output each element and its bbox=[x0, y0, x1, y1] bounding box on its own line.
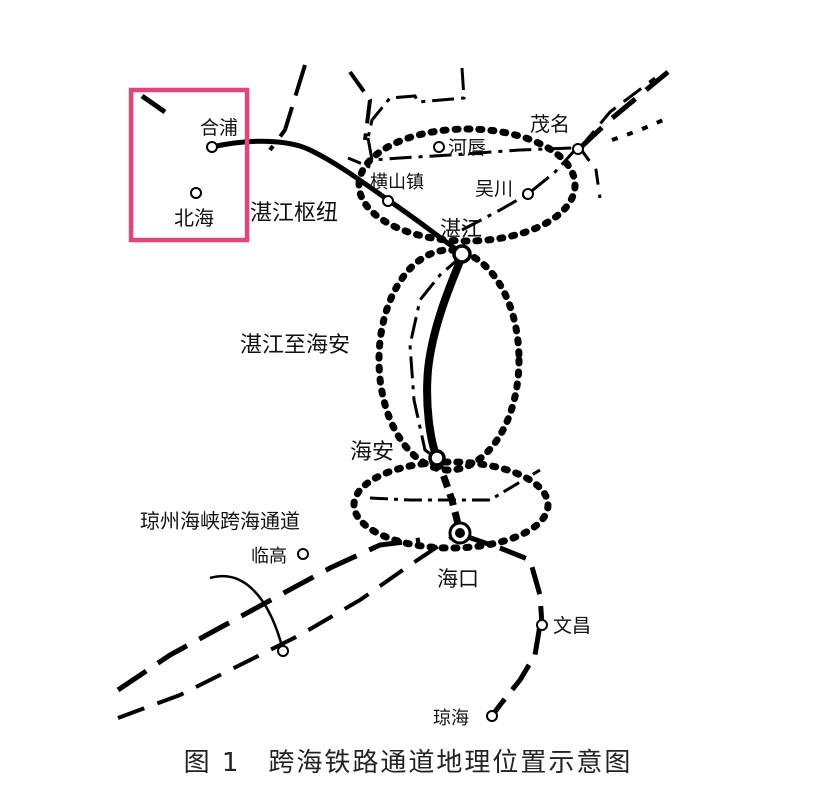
station-haikou-center bbox=[455, 528, 465, 538]
label-hechun: 河唇 bbox=[448, 137, 486, 159]
label-beihai: 北海 bbox=[174, 206, 214, 230]
station-haian bbox=[428, 449, 446, 467]
dashed-hainan-west bbox=[116, 537, 421, 693]
label-haikou: 海口 bbox=[437, 567, 479, 591]
region-zhanjiang-haian bbox=[375, 246, 523, 474]
label-qiongzhou-strait: 琼州海峡跨海通道 bbox=[140, 509, 300, 533]
station-maoming bbox=[572, 143, 584, 155]
station-zhanjiang bbox=[452, 244, 472, 264]
dashdot-hechun-north bbox=[366, 67, 466, 139]
dashed-wenchang-qionghai bbox=[489, 624, 543, 718]
station-beihai bbox=[190, 187, 202, 199]
label-qionghai: 琼海 bbox=[433, 708, 469, 729]
dashed-haian-haikou bbox=[433, 456, 464, 533]
figure-caption: 图 1 跨海铁路通道地理位置示意图 bbox=[183, 748, 633, 778]
solid-hepu-zhanjiang bbox=[211, 138, 465, 257]
thin-arc-lingao bbox=[209, 575, 285, 651]
label-zhanjiang-haian: 湛江至海安 bbox=[240, 333, 350, 358]
station-lingao bbox=[297, 548, 309, 560]
dashdot-zhanjiang-hub bbox=[366, 137, 573, 162]
label-maoming: 茂名 bbox=[530, 112, 570, 136]
label-hepu: 合浦 bbox=[200, 117, 238, 139]
highlight-box bbox=[128, 87, 250, 243]
label-wenchang: 文昌 bbox=[553, 615, 591, 637]
dashdot-haian-north bbox=[408, 253, 464, 460]
label-wuchuan: 吴川 bbox=[475, 178, 513, 200]
dashed-north-arc bbox=[348, 70, 373, 141]
solid-main-line bbox=[211, 138, 467, 533]
station-wuchuan bbox=[522, 188, 534, 200]
station-hechun bbox=[433, 141, 445, 153]
label-zhanjiang: 湛江 bbox=[440, 217, 482, 241]
station-qionghai bbox=[486, 710, 498, 722]
station-wenchang bbox=[536, 619, 548, 631]
labels: 合浦 北海 湛江枢纽 横山镇 河唇 茂名 吴川 湛江 湛江至海安 海安 琼州海峡… bbox=[140, 112, 591, 729]
stations bbox=[190, 141, 584, 722]
dashed-maoming-s bbox=[578, 147, 602, 199]
region-zhanjiang-hub bbox=[355, 125, 579, 245]
dashed-northwest bbox=[268, 64, 307, 152]
station-hengshan bbox=[382, 195, 394, 207]
solid-zhanjiang-haian bbox=[423, 252, 467, 460]
dashed-maoming-e bbox=[578, 76, 656, 149]
label-lingao: 临高 bbox=[251, 546, 287, 567]
dash-dot-lines bbox=[347, 67, 577, 502]
label-haian: 海安 bbox=[350, 440, 394, 465]
dashed-top-northwest bbox=[140, 93, 167, 115]
region-qiongzhou-strait bbox=[350, 458, 552, 552]
dashed-hainan-sw bbox=[117, 533, 457, 720]
station-hepu bbox=[206, 141, 218, 153]
label-zhanjiang-hub: 湛江枢纽 bbox=[250, 201, 338, 226]
dashed-maoming-ne bbox=[578, 70, 670, 150]
station-unnamed-sw bbox=[277, 645, 289, 657]
dotted-regions bbox=[350, 125, 579, 552]
label-hengshan: 横山镇 bbox=[370, 172, 424, 193]
dashdot-strait bbox=[369, 468, 541, 502]
dashed-east-bits bbox=[611, 116, 669, 142]
